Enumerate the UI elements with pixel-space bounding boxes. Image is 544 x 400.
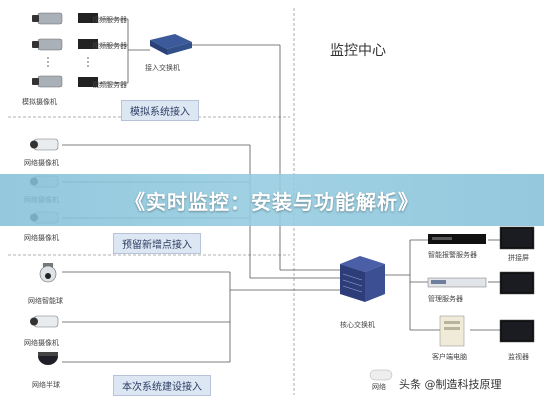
smart-dome-label: 网络智能球 <box>28 297 63 305</box>
half-dome-label: 网络半球 <box>32 381 60 389</box>
monitor-icon <box>499 319 535 343</box>
zone-tag-new-build: 本次系统建设接入 <box>113 375 211 396</box>
monitor-label: 监视器 <box>508 353 529 361</box>
analog-camera-group <box>32 12 63 88</box>
network-camera-label: 网络摄像机 <box>24 234 59 242</box>
monitor-icon <box>499 271 535 295</box>
video-server-label: 视频服务器 <box>92 16 127 24</box>
alarm-server-icon <box>428 234 486 244</box>
video-server-icon <box>78 13 98 23</box>
management-server-label: 管理服务器 <box>428 295 463 303</box>
zone-tag-analog: 模拟系统接入 <box>121 100 199 121</box>
network-camera-label: 网络摄像机 <box>24 159 59 167</box>
alarm-server-label: 智能报警服务器 <box>428 251 477 259</box>
video-server-icon <box>78 39 98 49</box>
network-icon <box>369 369 393 381</box>
video-server-label: 视频服务器 <box>92 42 127 50</box>
core-switch-icon <box>340 256 385 302</box>
monitor-icon <box>499 226 535 250</box>
ellipsis-icon <box>87 57 89 67</box>
access-switch-label: 接入交换机 <box>145 64 180 72</box>
analog-camera-icon <box>32 38 63 51</box>
watermark: 头条 @制造科技原理 <box>396 376 505 392</box>
banner-title: 《实时监控：安装与功能解析》 <box>125 189 419 214</box>
zone-tag-reserved: 预留新增点接入 <box>113 233 201 254</box>
watermark-text: 头条 @制造科技原理 <box>399 378 502 391</box>
core-switch-label: 核心交换机 <box>340 321 375 329</box>
ellipsis-icon <box>47 57 49 67</box>
title-banner: 《实时监控：安装与功能解析》 <box>0 174 544 226</box>
management-server-icon <box>427 277 487 288</box>
network-camera-label: 网络摄像机 <box>24 339 59 347</box>
half-dome-icon <box>38 352 58 365</box>
video-server-label: 视频服务器 <box>92 81 127 89</box>
splice-screen-label: 拼接屏 <box>508 254 529 262</box>
analog-camera-label: 模拟摄像机 <box>22 98 57 106</box>
analog-camera-icon <box>32 12 63 25</box>
network-camera-icon <box>30 138 59 151</box>
network-camera-icon <box>30 315 59 328</box>
video-server-icon <box>78 77 98 87</box>
network-label: 网络 <box>372 383 386 391</box>
client-pc-label: 客户端电脑 <box>432 353 467 361</box>
smart-dome-icon <box>39 263 57 283</box>
client-pc-icon <box>439 315 465 347</box>
access-switch-icon <box>150 34 192 55</box>
video-server-group <box>78 13 98 87</box>
analog-camera-icon <box>32 75 63 88</box>
monitoring-center-title: 监控中心 <box>330 43 386 59</box>
